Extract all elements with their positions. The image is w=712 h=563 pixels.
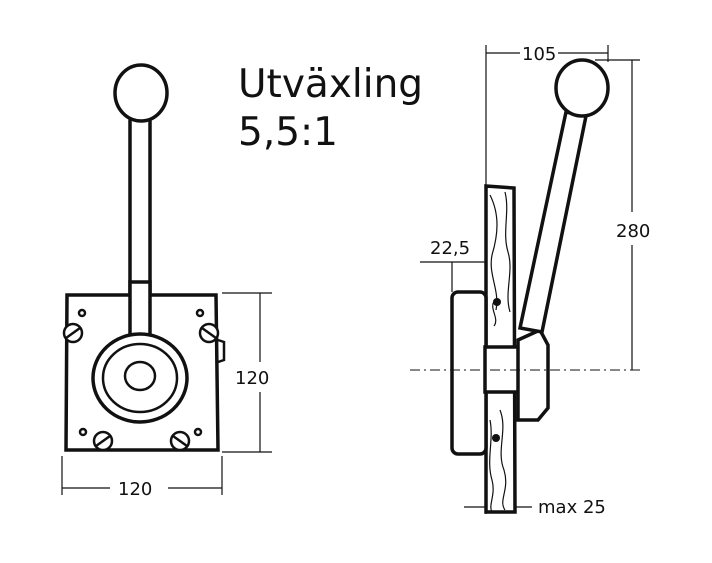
front-hole-2 (195, 308, 205, 318)
front-hole-4 (193, 427, 203, 437)
side-max-dimension: max 25 (464, 497, 606, 518)
title-line-2: 5,5:1 (238, 110, 338, 155)
side-width-dimension: 105 (485, 44, 609, 186)
side-height-label: 280 (616, 221, 650, 242)
front-screw-top-right (198, 322, 220, 344)
front-screw-top-left (62, 322, 84, 344)
side-max-label: max 25 (538, 497, 606, 518)
front-hub-outer (91, 332, 189, 424)
gear-ratio-title: Utväxling 5,5:1 (238, 62, 423, 155)
side-back-plate (450, 290, 488, 456)
side-view: 105 280 22,5 max 25 (410, 44, 650, 518)
side-offset-label: 22,5 (430, 238, 470, 259)
front-screw-bottom-right (169, 430, 191, 452)
front-width-dimension: 120 (61, 456, 223, 500)
side-width-label: 105 (522, 44, 556, 65)
front-hub-middle (101, 342, 179, 414)
side-lever-knob (554, 58, 610, 118)
front-width-label: 120 (118, 479, 152, 500)
title-line-1: Utväxling (238, 62, 423, 107)
side-lever-rod (517, 109, 589, 335)
side-lever-housing (516, 327, 550, 422)
front-plate-edge (217, 338, 226, 364)
side-height-dimension: 280 (595, 59, 650, 370)
front-view: 120 120 (61, 63, 272, 500)
front-screw-bottom-left (92, 430, 114, 452)
front-height-dimension: 120 (222, 292, 272, 453)
front-hole-1 (77, 308, 87, 318)
front-hub-center (123, 360, 157, 392)
side-offset-dimension: 22,5 (420, 238, 487, 292)
front-lever-knob (113, 63, 169, 123)
front-height-label: 120 (235, 368, 269, 389)
front-hole-3 (78, 427, 88, 437)
